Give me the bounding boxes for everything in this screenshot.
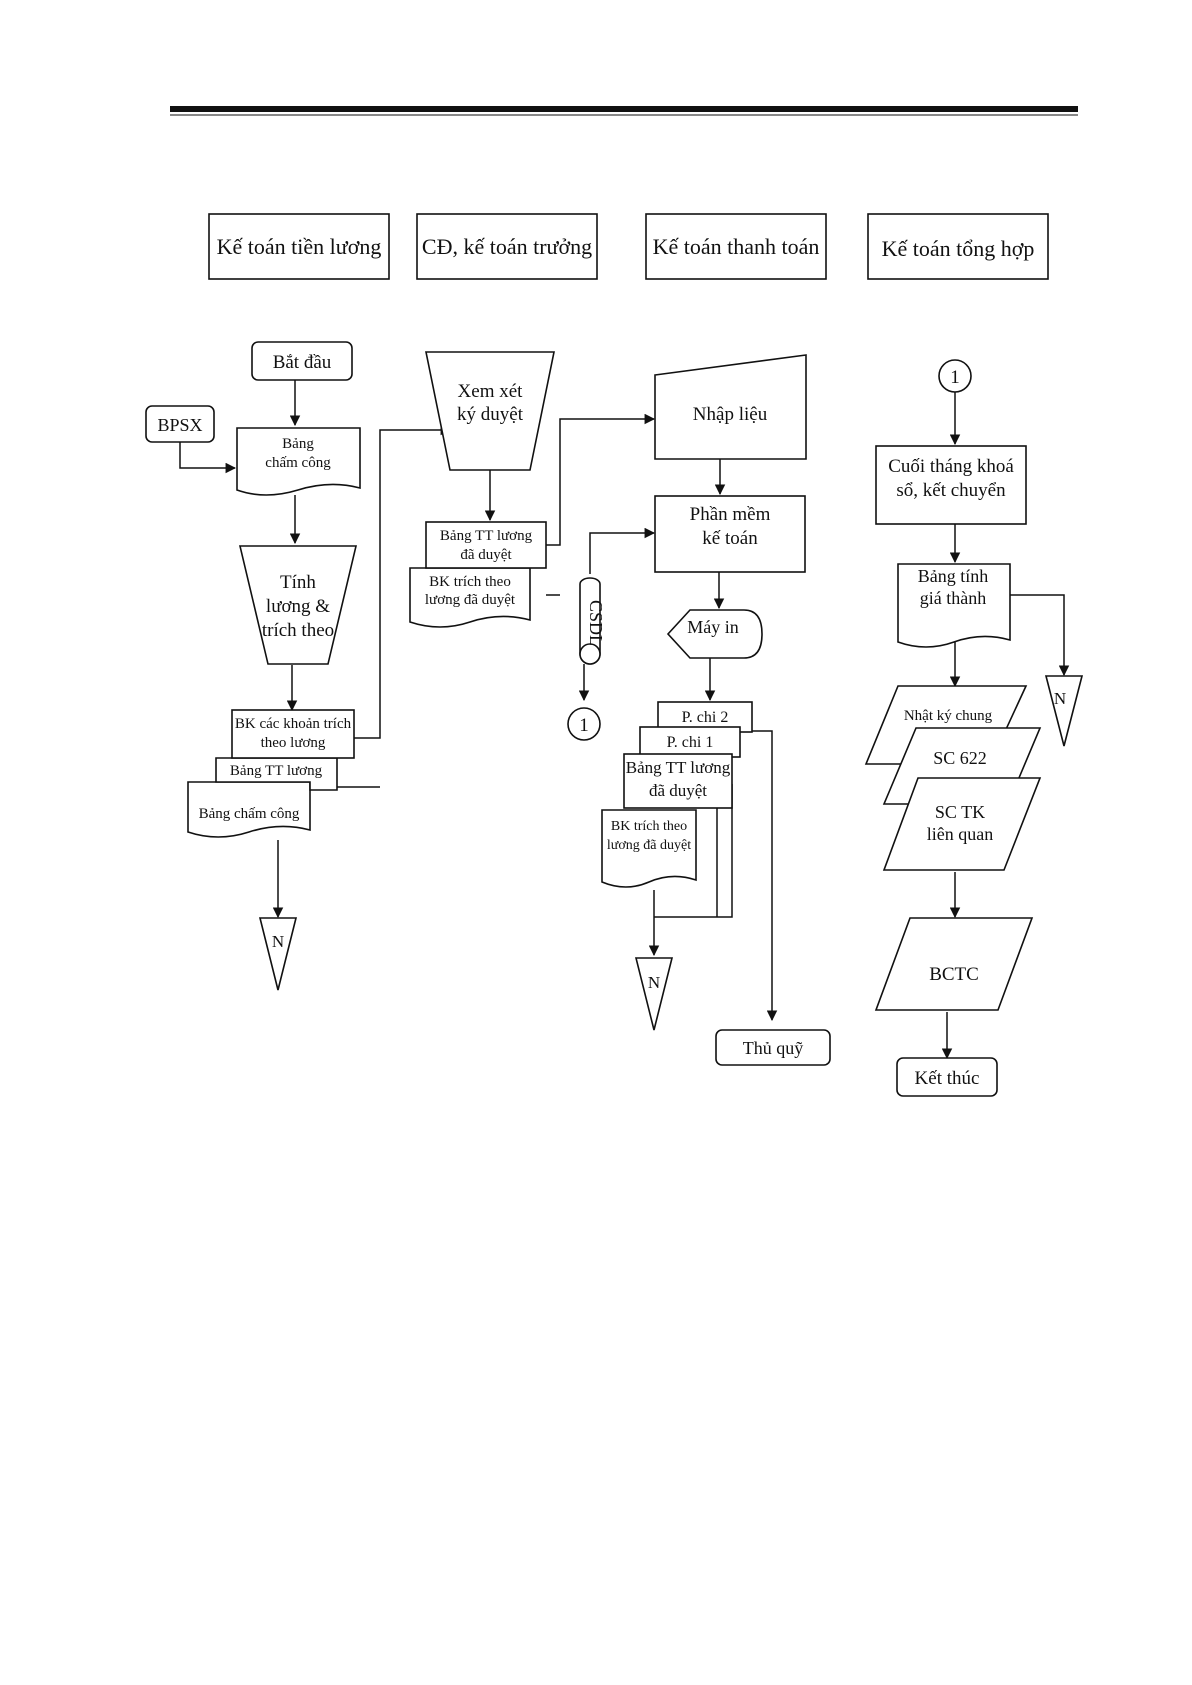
svg-text:N: N [1054, 689, 1066, 708]
connector-1-lane3: 1 [567, 707, 601, 741]
approved-deductions-document: BK trích theo lương đã duyệt [409, 567, 531, 628]
svg-text:BPSX: BPSX [157, 415, 202, 435]
svg-text:ký duyệt: ký duyệt [457, 404, 524, 425]
svg-text:đã duyệt: đã duyệt [649, 781, 707, 800]
svg-text:lương &: lương & [266, 596, 330, 617]
lane-header-chief-accountant: CĐ, kế toán trưởng [416, 213, 598, 280]
cashier-terminator: Thủ quỹ [715, 1029, 831, 1066]
approved-payroll-document-2: Bảng TT lương đã duyệt [623, 753, 733, 809]
offline-storage-lane1: N [258, 917, 298, 991]
bpsx-box: BPSX [145, 405, 215, 443]
svg-text:P. chi 2: P. chi 2 [682, 709, 729, 726]
cost-calculation-document: Bảng tính giá thành [897, 563, 1011, 648]
approved-deductions-document-2: BK trích theo lương đã duyệt [601, 809, 697, 888]
svg-text:Bảng chấm công: Bảng chấm công [199, 806, 300, 822]
svg-text:Kế toán thanh toán: Kế toán thanh toán [653, 234, 820, 259]
printer-display: Máy in . [666, 609, 763, 659]
svg-text:Bảng TT lương: Bảng TT lương [626, 758, 731, 777]
month-end-closing-process: Cuối tháng khoá sổ, kết chuyển [875, 445, 1027, 525]
lane-header-general: Kế toán tổng hợp [867, 213, 1049, 280]
svg-text:CĐ, kế toán trưởng: CĐ, kế toán trưởng [422, 234, 592, 259]
svg-text:CSDL: CSDL [586, 600, 606, 646]
calculate-salary-manual-operation: Tính lương & trích theo [238, 545, 358, 665]
timesheet-document-2: Bảng chấm công [187, 781, 311, 838]
deductions-list-document: BK các khoản trích theo lương [231, 709, 355, 759]
lane-header-payroll: Kế toán tiền lương [208, 213, 390, 280]
svg-text:Kế toán tiền lương: Kế toán tiền lương [217, 234, 382, 259]
lane-header-payment: Kế toán thanh toán [645, 213, 827, 280]
svg-text:Kết thúc: Kết thúc [915, 1068, 980, 1089]
svg-text:Tính: Tính [280, 572, 316, 593]
svg-text:giá thành: giá thành [920, 588, 986, 608]
start-terminator: Bắt đầu [251, 341, 353, 381]
accounting-software-process: Phần mềm kế toán [654, 495, 806, 573]
svg-text:Bảng TT lương: Bảng TT lương [230, 763, 323, 779]
svg-text:Thủ quỹ: Thủ quỹ [743, 1038, 804, 1058]
svg-text:BCTC: BCTC [929, 964, 979, 985]
svg-text:Bảng: Bảng [282, 436, 314, 452]
svg-text:N: N [648, 973, 660, 992]
svg-text:BK trích theo: BK trích theo [429, 574, 511, 590]
svg-text:Nhật ký chung: Nhật ký chung [904, 708, 993, 724]
flow-lines [179, 380, 1070, 1060]
svg-text:Phần mềm: Phần mềm [690, 504, 771, 525]
svg-text:liên quan: liên quan [927, 824, 993, 844]
svg-text:trích theo: trích theo [262, 620, 334, 641]
svg-text:SC TK: SC TK [935, 802, 985, 822]
svg-text:theo lương: theo lương [261, 735, 326, 751]
svg-text:1: 1 [950, 367, 960, 388]
svg-text:lương đã duyệt: lương đã duyệt [425, 592, 516, 608]
svg-text:chấm công: chấm công [265, 455, 331, 471]
svg-text:Máy in: Máy in [687, 617, 739, 637]
review-approve-manual-operation: Xem xét ký duyệt [425, 351, 555, 471]
svg-text:đã duyệt: đã duyệt [460, 547, 512, 563]
svg-text:Bắt đầu: Bắt đầu [273, 352, 332, 373]
svg-text:BK trích theo: BK trích theo [611, 819, 687, 834]
svg-text:Xem xét: Xem xét [458, 381, 524, 402]
svg-text:sổ, kết chuyển: sổ, kết chuyển [896, 480, 1006, 501]
timesheet-document: Bảng chấm công [236, 427, 361, 496]
svg-text:lương đã duyệt: lương đã duyệt [607, 838, 691, 853]
database-storage: CSDL [579, 577, 606, 665]
svg-text:1: 1 [579, 715, 589, 736]
payment-voucher-1-document: P. chi 1 [639, 726, 741, 758]
offline-storage-lane3: N [634, 957, 674, 1031]
financial-statements-io: BCTC [874, 917, 1034, 1011]
data-entry-manual-input: Nhập liệu [654, 354, 807, 460]
end-terminator: Kết thúc [896, 1057, 998, 1097]
svg-text:Kế toán tổng hợp: Kế toán tổng hợp [882, 236, 1035, 261]
svg-text:kế toán: kế toán [702, 528, 758, 549]
svg-text:BK các khoản trích: BK các khoản trích [235, 716, 352, 732]
svg-text:Bảng tính: Bảng tính [918, 566, 989, 586]
svg-text:Cuối tháng khoá: Cuối tháng khoá [888, 456, 1014, 477]
svg-text:Nhập liệu: Nhập liệu [693, 404, 768, 425]
svg-text:P. chi 1: P. chi 1 [667, 734, 714, 751]
svg-text:N: N [272, 932, 284, 951]
connector-1-lane4: 1 [938, 359, 972, 393]
header-rule [170, 106, 1078, 112]
offline-storage-lane4: N [1044, 675, 1084, 747]
svg-text:Bảng TT lương: Bảng TT lương [440, 528, 533, 544]
related-ledgers-io: SC TK liên quan [882, 777, 1042, 871]
approved-payroll-document: Bảng TT lương đã duyệt [425, 521, 547, 569]
svg-text:SC 622: SC 622 [933, 748, 987, 768]
